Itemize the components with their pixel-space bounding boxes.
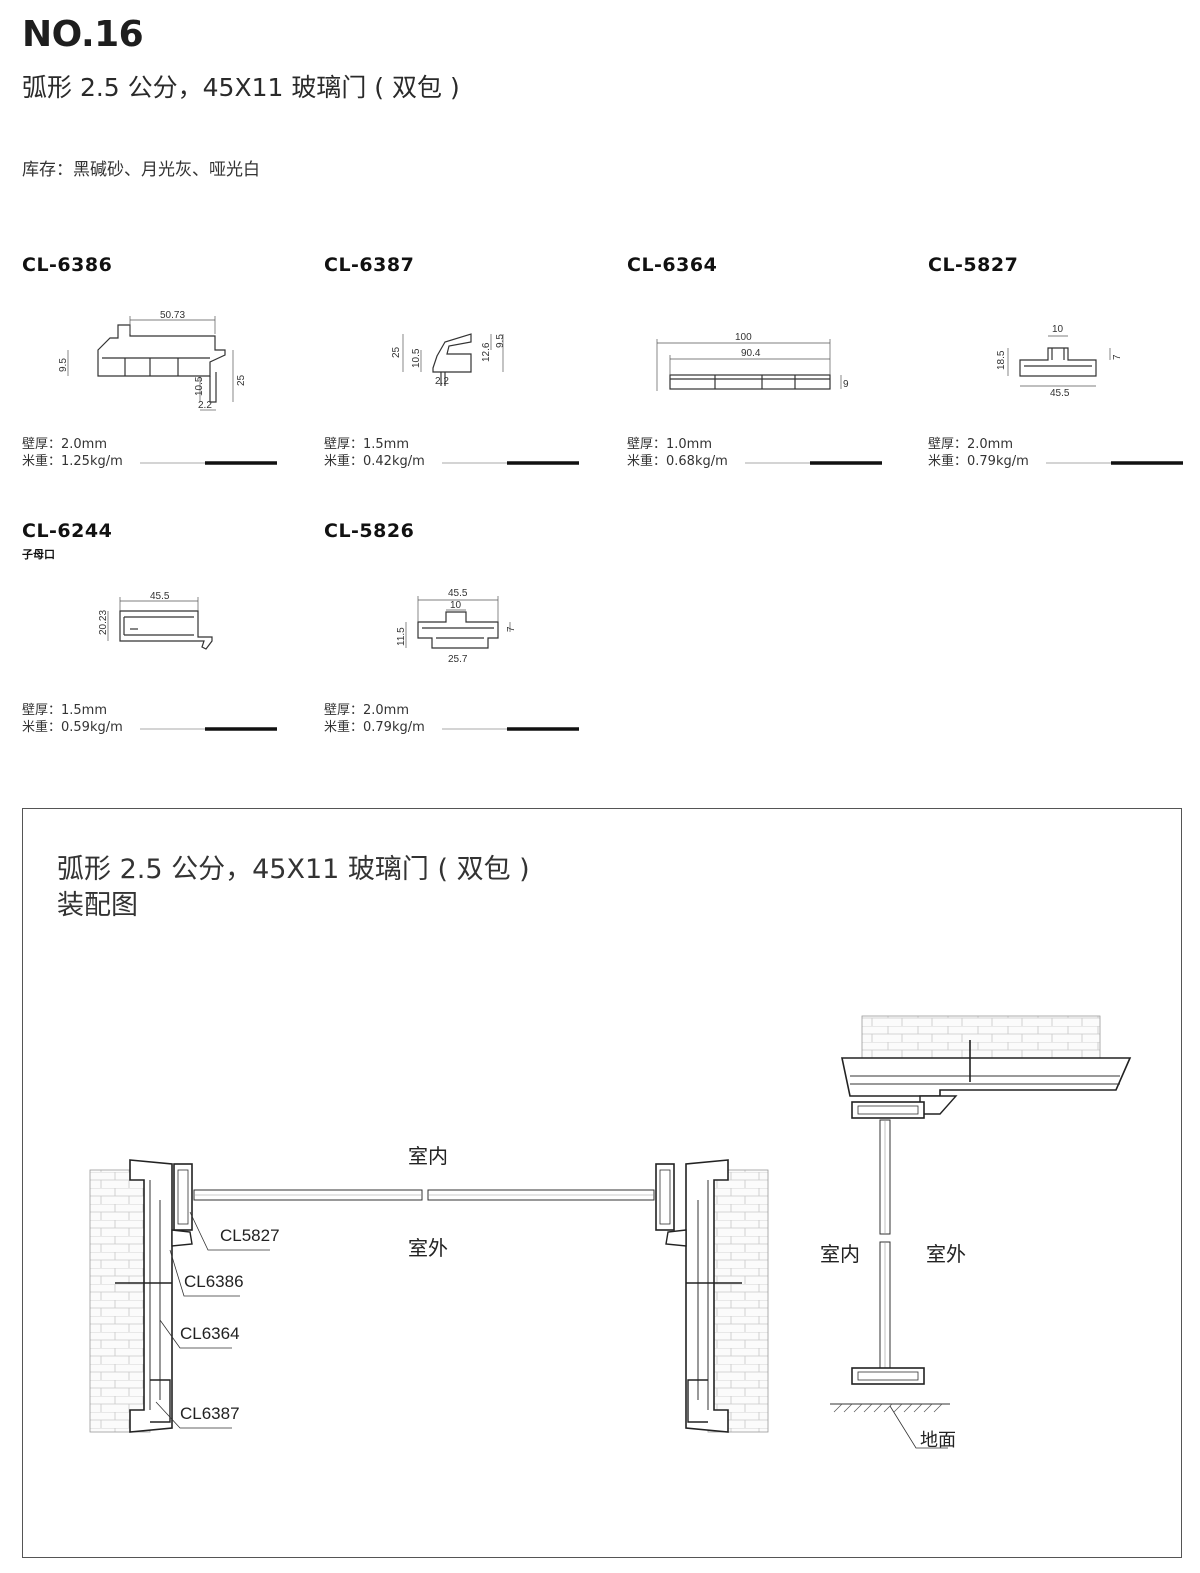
- assembly-title-line: 弧形 2.5 公分，45X11 玻璃门 ( 双包 ): [57, 854, 530, 885]
- right-stop-cl5827: [655, 1163, 675, 1231]
- product-code: CL-5826: [324, 520, 415, 542]
- right-wall: [707, 1169, 769, 1433]
- indoor-label-section: 室内: [820, 1242, 860, 1266]
- assembly-title: 弧形 2.5 公分，45X11 玻璃门 ( 双包 ) 装配图: [57, 852, 530, 924]
- dim-label: 20.23: [98, 610, 109, 635]
- spec-block: 壁厚：2.0mm 米重：0.79kg/m: [928, 436, 1029, 470]
- dim-label: 10.5: [194, 376, 205, 396]
- wall-thickness: 壁厚：1.5mm: [324, 437, 410, 452]
- dim-label: 25.7: [448, 654, 468, 665]
- assembly-frame: [22, 808, 1182, 1558]
- profile-drawing-cl6386: 50.73 9.5 10.5 25 2.2: [58, 310, 247, 411]
- dim-label: 7: [506, 626, 517, 632]
- left-cl6387: [150, 1379, 171, 1423]
- dim-label: 2.2: [198, 400, 212, 411]
- dim-label: 9.5: [58, 358, 69, 372]
- product-code: CL-5827: [928, 254, 1019, 276]
- dim-label: 45.5: [1050, 388, 1070, 399]
- spec-divider: [140, 461, 1183, 465]
- dim-label: 100: [735, 332, 752, 343]
- outdoor-label-section: 室外: [926, 1242, 966, 1266]
- profile-drawing-cl6364: 100 90.4 9: [656, 332, 849, 391]
- dim-label: 50.73: [160, 310, 185, 321]
- floor-label: 地面: [920, 1430, 956, 1450]
- product-code: CL-6387: [324, 254, 415, 276]
- spec-divider: [140, 727, 579, 731]
- profile-drawing-cl5826: 45.5 10 11.5 7 25.7: [396, 588, 517, 665]
- top-rail-cl5826: [851, 1101, 925, 1119]
- product-code: CL-6244: [22, 520, 113, 542]
- dim-label: 11.5: [396, 627, 407, 646]
- page-title: 弧形 2.5 公分，45X11 玻璃门 ( 双包 ): [22, 73, 460, 102]
- product-code: CL-6386: [22, 254, 113, 276]
- dim-label: 18.5: [996, 350, 1007, 370]
- top-frame-cl6364: [841, 1057, 1132, 1097]
- dim-label: 45.5: [448, 588, 468, 599]
- stock-colors: 库存：黑碱砂、月光灰、哑光白: [22, 160, 260, 180]
- spec-block: 壁厚：2.0mm 米重：0.79kg/m: [324, 702, 425, 736]
- profile-drawing-cl6244: 45.5 20.23: [98, 591, 213, 650]
- spec-block: 壁厚：2.0mm 米重：1.25kg/m: [22, 436, 123, 470]
- dim-label: 90.4: [741, 348, 761, 359]
- wall-thickness: 壁厚：2.0mm: [928, 437, 1014, 452]
- dim-label: 12.6: [481, 342, 492, 362]
- dim-label: 7: [1112, 354, 1123, 360]
- profile-drawing-cl5827: 10 18.5 7 45.5: [996, 324, 1123, 399]
- dim-label: 45.5: [150, 591, 170, 602]
- dim-label: 10.5: [411, 348, 422, 368]
- indoor-label: 室内: [408, 1144, 448, 1168]
- dim-label: 10: [450, 600, 462, 611]
- wall-thickness: 壁厚：1.0mm: [627, 437, 713, 452]
- meter-weight: 米重：0.42kg/m: [324, 454, 425, 469]
- spec-block: 壁厚：1.5mm 米重：0.42kg/m: [324, 436, 425, 470]
- part-label-cl5827: CL5827: [220, 1226, 280, 1245]
- right-frame-cl6364: [685, 1159, 729, 1433]
- spec-block: 壁厚：1.0mm 米重：0.68kg/m: [627, 436, 728, 470]
- right-cl6387: [687, 1379, 708, 1423]
- spec-block: 壁厚：1.5mm 米重：0.59kg/m: [22, 702, 123, 736]
- meter-weight: 米重：0.68kg/m: [627, 454, 728, 469]
- left-stop-cl5827: [173, 1163, 193, 1231]
- product-note: 子母口: [22, 548, 55, 561]
- meter-weight: 米重：0.79kg/m: [928, 454, 1029, 469]
- dim-label: 25: [391, 346, 402, 358]
- dim-label: 9: [843, 379, 849, 390]
- wall-thickness: 壁厚：2.0mm: [22, 437, 108, 452]
- left-wall: [89, 1169, 151, 1433]
- right-cl6386: [665, 1229, 687, 1247]
- part-label-cl6387: CL6387: [180, 1404, 240, 1423]
- product-code: CL-6364: [627, 254, 718, 276]
- part-label-cl6386: CL6386: [184, 1272, 244, 1291]
- profile-drawing-cl6387: 25 10.5 12.6 9.5 2.2: [391, 333, 506, 387]
- left-frame-cl6364: [129, 1159, 173, 1433]
- meter-weight: 米重：1.25kg/m: [22, 454, 123, 469]
- bottom-rail-cl5826: [851, 1367, 925, 1385]
- wall-thickness: 壁厚：1.5mm: [22, 703, 108, 718]
- meter-weight: 米重：0.79kg/m: [324, 720, 425, 735]
- assembly-title-line: 装配图: [57, 890, 138, 921]
- part-label-cl6364: CL6364: [180, 1324, 240, 1343]
- page-number: NO.16: [22, 14, 144, 55]
- wall-thickness: 壁厚：2.0mm: [324, 703, 410, 718]
- dim-label: 25: [236, 374, 247, 386]
- plan-view-drawing: [89, 1159, 769, 1433]
- outdoor-label: 室外: [408, 1236, 448, 1260]
- left-cl6386: [171, 1229, 193, 1247]
- dim-label: 10: [1052, 324, 1064, 335]
- section-view-drawing: [830, 1015, 1132, 1449]
- dim-label: 9.5: [495, 334, 506, 348]
- top-cl6386: [919, 1095, 958, 1115]
- dim-label: 2.2: [435, 376, 449, 387]
- meter-weight: 米重：0.59kg/m: [22, 720, 123, 735]
